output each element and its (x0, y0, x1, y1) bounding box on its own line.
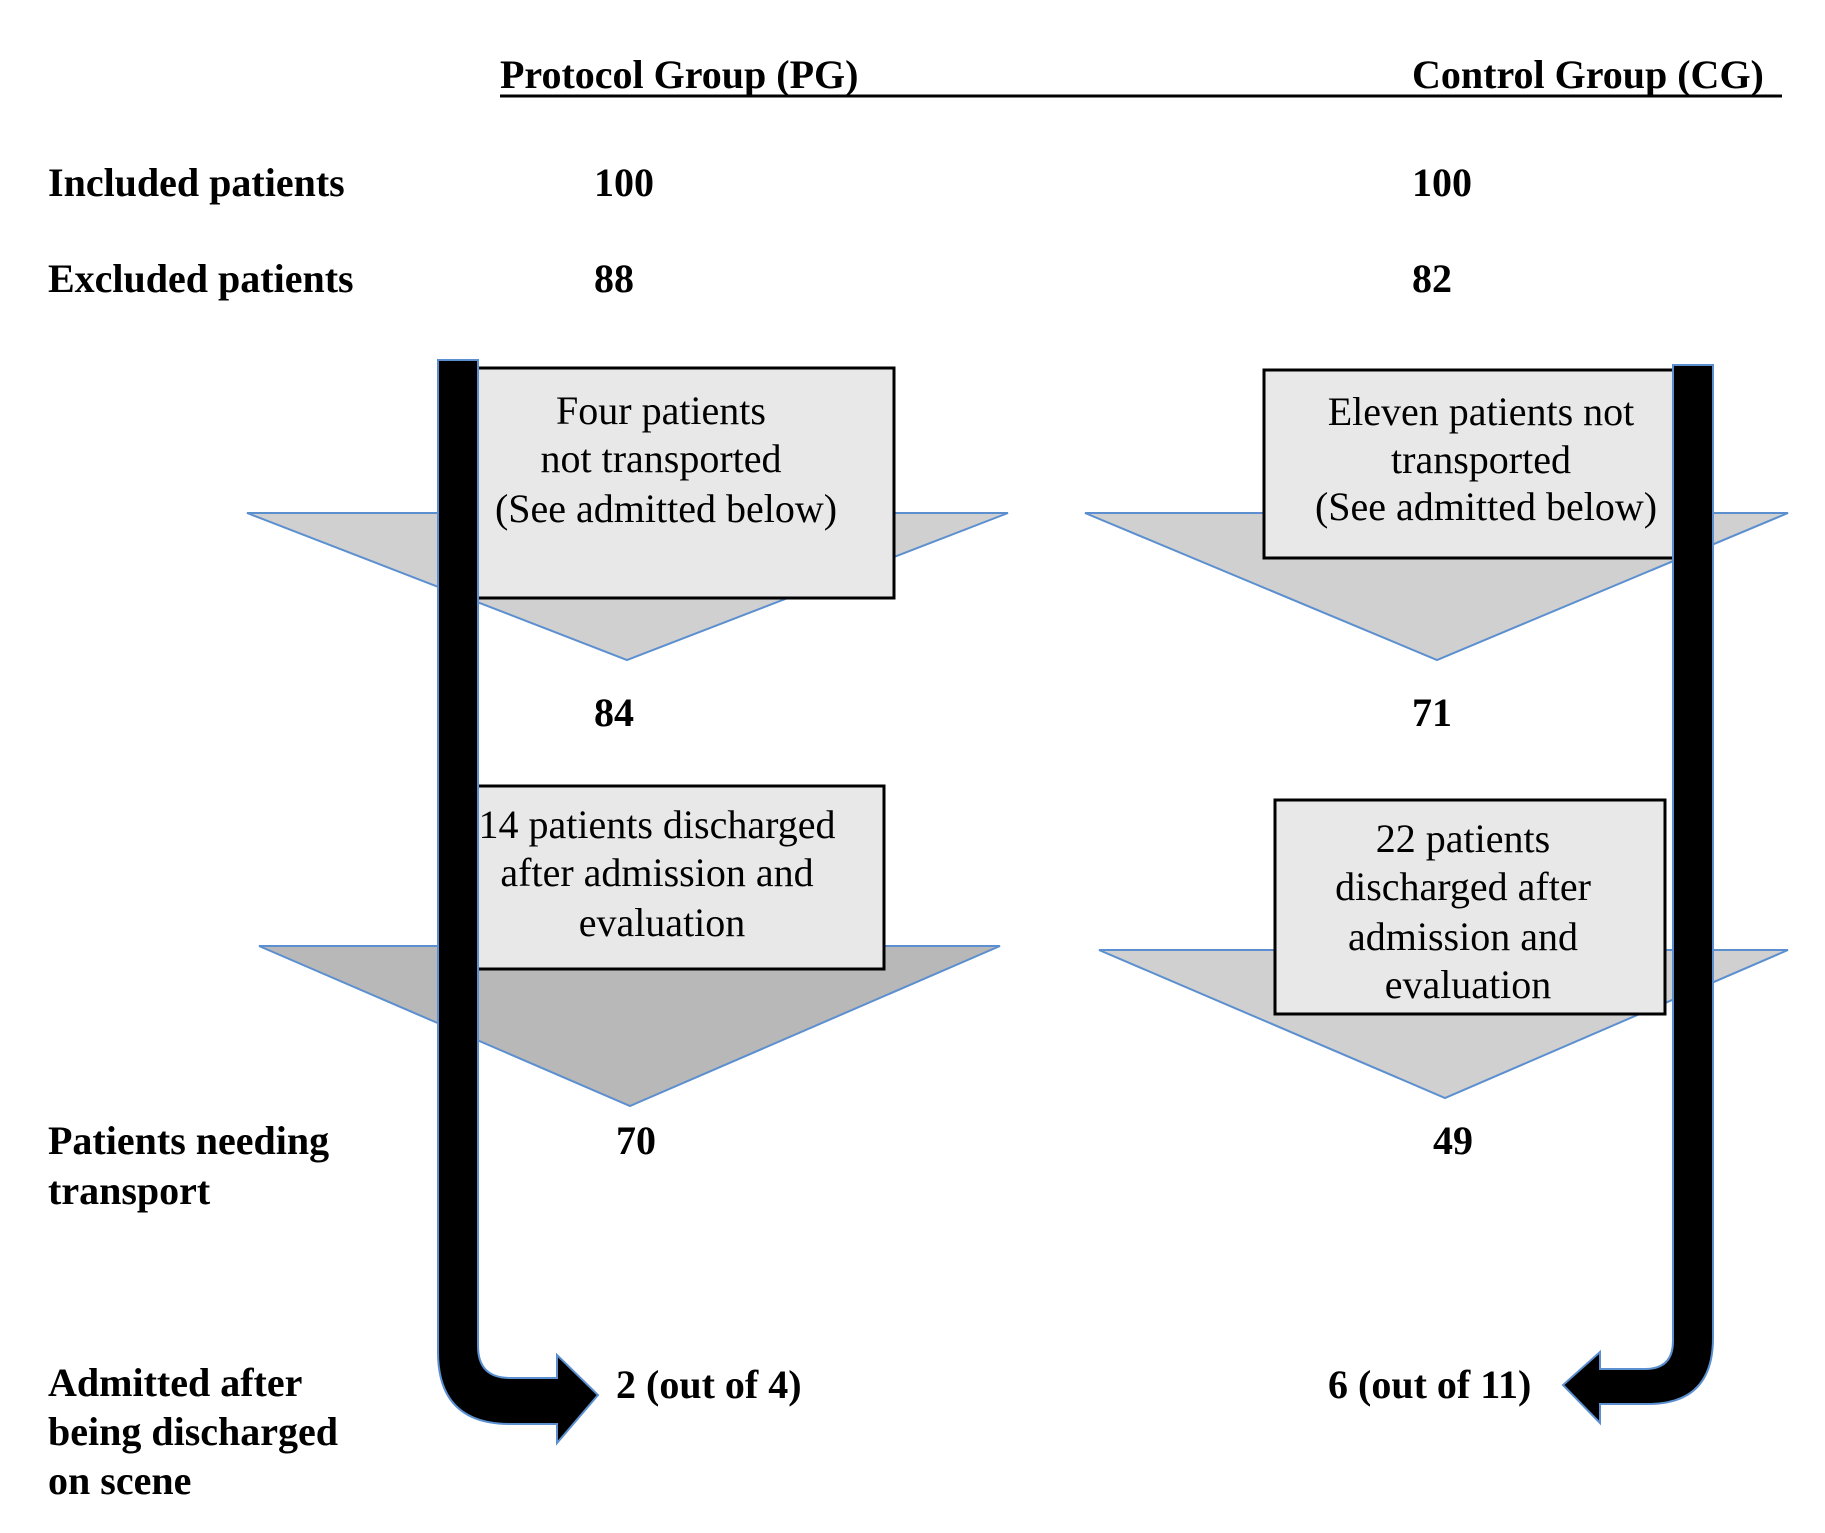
cg-needing-transport-value: 49 (1433, 1118, 1473, 1163)
control-group-header: Control Group (CG) (1412, 52, 1764, 97)
pg-included-value: 100 (594, 160, 654, 205)
cg-not-transported-line: transported (1391, 437, 1571, 482)
pg-not-transported-line: (See admitted below) (495, 486, 837, 531)
protocol-group-header: Protocol Group (PG) (500, 52, 858, 97)
pg-not-transported-box (456, 366, 896, 600)
pg-not-transported-line: not transported (540, 436, 781, 481)
cg-not-transported-line: Eleven patients not (1328, 389, 1635, 434)
pg-needing-transport-value: 70 (616, 1118, 656, 1163)
needing-transport-line: Patients needing (48, 1118, 329, 1163)
pg-not-transported-line: Four patients (556, 388, 766, 433)
cg-included-value: 100 (1412, 160, 1472, 205)
pg-not-transported-text: Four patients not transported (See admit… (495, 388, 837, 531)
excluded-patients-label: Excluded patients (48, 256, 354, 301)
cg-excluded-value: 82 (1412, 256, 1452, 301)
cg-after-first-value: 71 (1412, 690, 1452, 735)
patients-needing-transport-label: Patients needing transport (48, 1118, 339, 1213)
cg-bypass-arrow (1561, 364, 1714, 1426)
included-patients-label: Included patients (48, 160, 345, 205)
pg-bypass-arrow (437, 359, 600, 1446)
admitted-label-line: Admitted after (48, 1360, 302, 1405)
cg-discharged-line: admission and (1348, 914, 1578, 959)
needing-transport-line: transport (48, 1168, 211, 1213)
cg-discharged-text: 22 patients discharged after admission a… (1335, 816, 1601, 1007)
admitted-label-line: being discharged (48, 1409, 338, 1454)
pg-discharged-text: 14 patients discharged after admission a… (479, 802, 846, 945)
cg-discharged-line: 22 patients (1376, 816, 1550, 861)
admitted-label-line: on scene (48, 1458, 191, 1503)
cg-not-transported-box (1262, 368, 1708, 560)
cg-discharged-box (1273, 798, 1667, 1016)
cg-discharged-line: discharged after (1335, 864, 1591, 909)
admitted-after-discharge-label: Admitted after being discharged on scene (48, 1360, 348, 1503)
cg-not-transported-text: Eleven patients not transported (See adm… (1315, 389, 1657, 529)
cg-discharged-line: evaluation (1385, 962, 1552, 1007)
pg-after-first-value: 84 (594, 690, 634, 735)
pg-discharged-box (448, 784, 886, 971)
cg-admitted-value: 6 (out of 11) (1328, 1362, 1531, 1407)
pg-discharged-line: evaluation (579, 900, 746, 945)
pg-excluded-value: 88 (594, 256, 634, 301)
pg-discharged-line: 14 patients discharged (479, 802, 836, 847)
pg-admitted-value: 2 (out of 4) (616, 1362, 802, 1407)
pg-discharged-line: after admission and (500, 850, 813, 895)
cg-not-transported-line: (See admitted below) (1315, 484, 1657, 529)
